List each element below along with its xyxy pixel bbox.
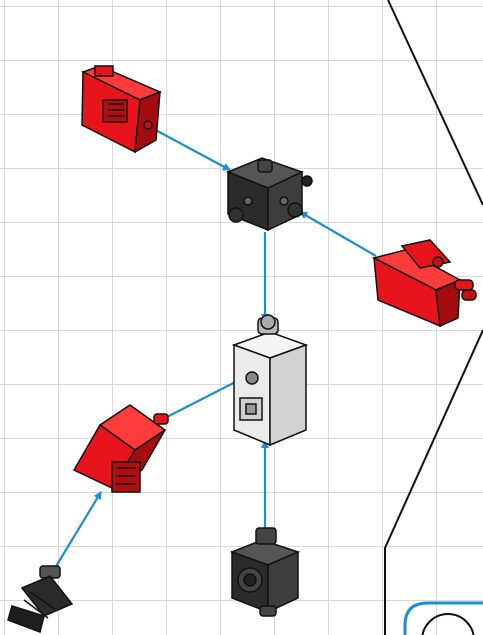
red-angle-block-right (371, 239, 477, 328)
red-angle-block-top-left (81, 65, 162, 154)
black-hub-cube (226, 157, 313, 232)
black-wheel-hub (229, 527, 301, 617)
black-connector-clip (7, 565, 74, 633)
callout-panel-outline (384, 0, 483, 635)
red-angle-block-lower-left (72, 404, 169, 493)
assembly-arrows (54, 126, 377, 569)
grey-building-block (231, 314, 309, 447)
arrow-top-left-to-hub (149, 126, 231, 171)
arrow-clip-to-lowerleft (54, 491, 102, 569)
step-badge-ring (421, 613, 475, 635)
step-badge (403, 601, 483, 635)
arrow-right-to-hub (299, 211, 377, 257)
